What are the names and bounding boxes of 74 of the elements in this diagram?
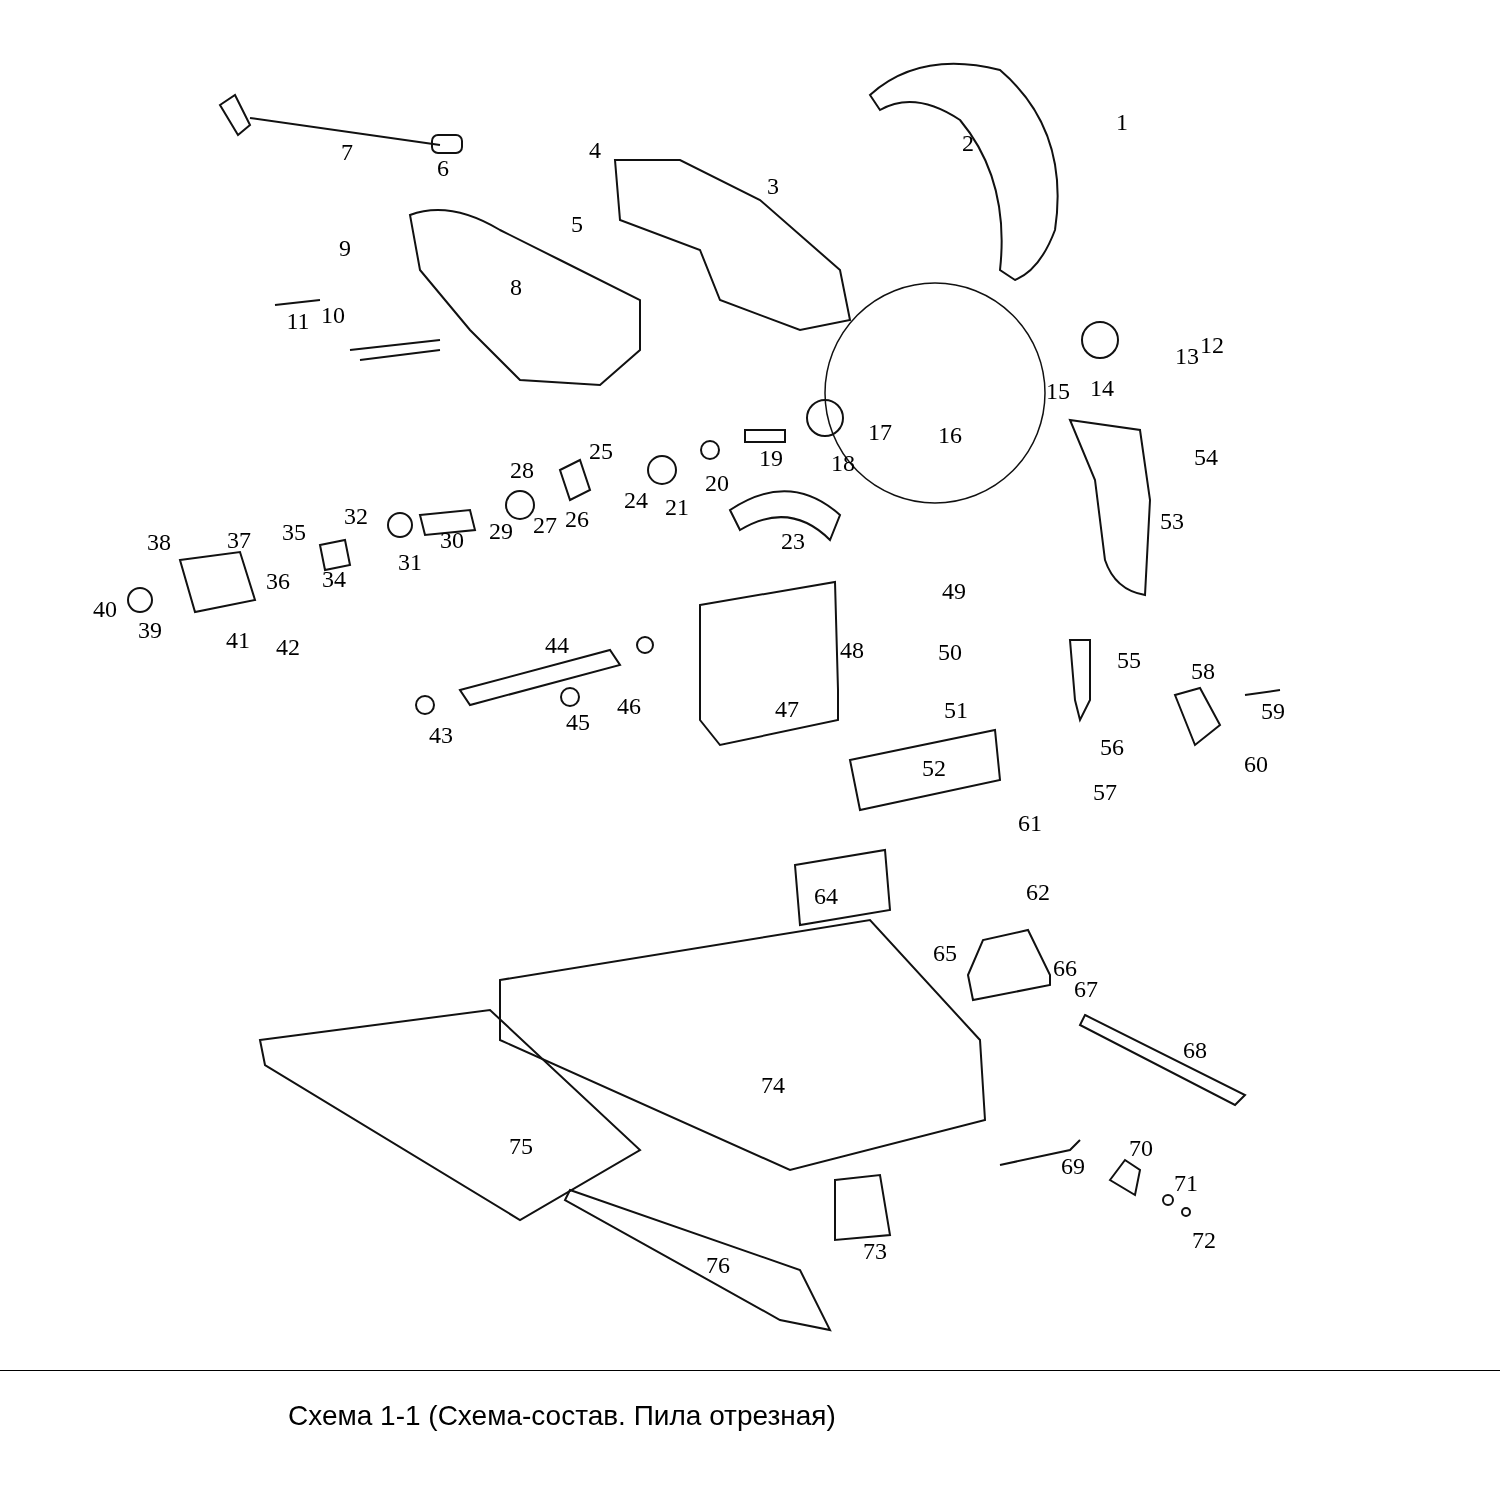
callout-number: 62 bbox=[1026, 880, 1050, 904]
callout-number: 37 bbox=[227, 528, 251, 552]
callout-number: 26 bbox=[565, 507, 589, 531]
callout-number: 39 bbox=[138, 618, 162, 642]
callout-number: 32 bbox=[344, 504, 368, 528]
callout-number: 38 bbox=[147, 530, 171, 554]
callout-number: 56 bbox=[1100, 735, 1124, 759]
callout-number: 4 bbox=[589, 138, 601, 162]
callout-number: 57 bbox=[1093, 780, 1117, 804]
callout-number: 13 bbox=[1175, 344, 1199, 368]
callout-number: 72 bbox=[1192, 1228, 1216, 1252]
callout-number: 76 bbox=[706, 1253, 730, 1277]
callout-number: 20 bbox=[705, 471, 729, 495]
callout-number: 31 bbox=[398, 550, 422, 574]
callout-number: 46 bbox=[617, 694, 641, 718]
callout-number: 60 bbox=[1244, 752, 1268, 776]
callout-number: 65 bbox=[933, 941, 957, 965]
callout-number: 42 bbox=[276, 635, 300, 659]
caption: Схема 1-1 (Схема-состав. Пила отрезная) bbox=[288, 1399, 836, 1433]
callout-number: 47 bbox=[775, 697, 799, 721]
callout-number: 1 bbox=[1116, 110, 1128, 134]
callout-number: 27 bbox=[533, 513, 557, 537]
callout-number: 45 bbox=[566, 710, 590, 734]
callout-number: 12 bbox=[1200, 333, 1224, 357]
callout-number: 25 bbox=[589, 439, 613, 463]
callout-number: 64 bbox=[814, 884, 838, 908]
callout-number: 29 bbox=[489, 519, 513, 543]
callout-number: 69 bbox=[1061, 1154, 1085, 1178]
callout-number: 14 bbox=[1090, 376, 1114, 400]
callout-number: 74 bbox=[761, 1073, 785, 1097]
callout-number: 68 bbox=[1183, 1038, 1207, 1062]
callout-number: 5 bbox=[571, 212, 583, 236]
callout-number: 34 bbox=[322, 567, 346, 591]
callout-number: 23 bbox=[781, 529, 805, 553]
callout-number: 9 bbox=[339, 236, 351, 260]
callout-number: 48 bbox=[840, 638, 864, 662]
callout-number: 50 bbox=[938, 640, 962, 664]
callout-number: 17 bbox=[868, 420, 892, 444]
callout-number: 19 bbox=[759, 446, 783, 470]
callout-number: 40 bbox=[93, 597, 117, 621]
callout-number: 55 bbox=[1117, 648, 1141, 672]
callout-number: 59 bbox=[1261, 699, 1285, 723]
callout-number: 36 bbox=[266, 569, 290, 593]
callout-number: 49 bbox=[942, 579, 966, 603]
callout-number: 3 bbox=[767, 174, 779, 198]
callout-number: 30 bbox=[440, 528, 464, 552]
callout-number: 61 bbox=[1018, 811, 1042, 835]
callout-number: 18 bbox=[831, 451, 855, 475]
callout-number: 24 bbox=[624, 488, 648, 512]
callout-number: 73 bbox=[863, 1239, 887, 1263]
callout-number: 43 bbox=[429, 723, 453, 747]
callout-number: 35 bbox=[282, 520, 306, 544]
callout-number: 10 bbox=[321, 303, 345, 327]
callout-number: 71 bbox=[1174, 1171, 1198, 1195]
callout-number: 8 bbox=[510, 275, 522, 299]
callout-number: 11 bbox=[286, 309, 310, 333]
callout-number: 53 bbox=[1160, 509, 1184, 533]
callout-number: 7 bbox=[341, 140, 353, 164]
callout-number: 6 bbox=[437, 156, 449, 180]
callout-number: 16 bbox=[938, 423, 962, 447]
callout-number: 66 bbox=[1053, 956, 1077, 980]
callout-number: 44 bbox=[545, 633, 569, 657]
callout-number: 28 bbox=[510, 458, 534, 482]
callout-number: 75 bbox=[509, 1134, 533, 1158]
callout-number: 54 bbox=[1194, 445, 1218, 469]
callout-number: 67 bbox=[1074, 977, 1098, 1001]
callout-number: 15 bbox=[1046, 379, 1070, 403]
callout-number: 51 bbox=[944, 698, 968, 722]
callout-number: 41 bbox=[226, 628, 250, 652]
callout-number: 58 bbox=[1191, 659, 1215, 683]
callout-number: 21 bbox=[665, 495, 689, 519]
callout-number: 52 bbox=[922, 756, 946, 780]
callout-number: 2 bbox=[962, 131, 974, 155]
callout-number: 70 bbox=[1129, 1136, 1153, 1160]
